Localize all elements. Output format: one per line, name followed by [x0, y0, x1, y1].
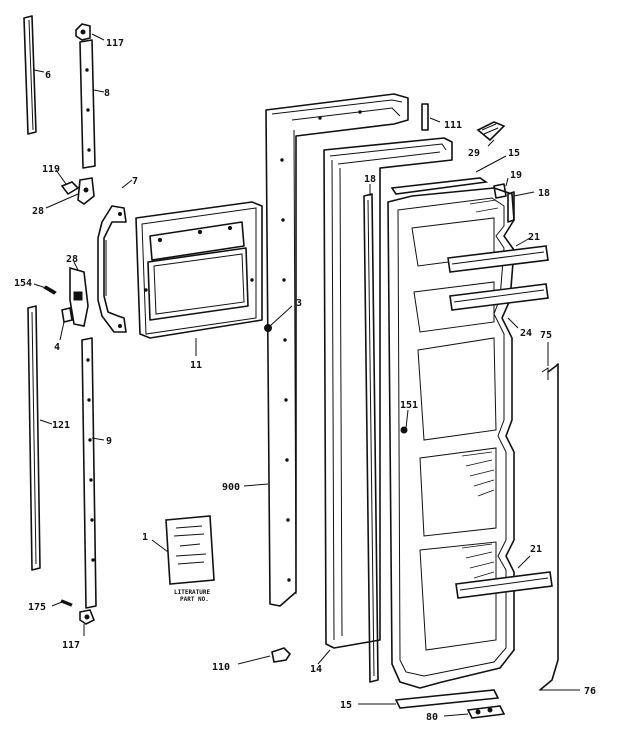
- part-117-top-cap: [75, 23, 91, 41]
- callout-29: 29: [468, 148, 480, 159]
- part-11-dispenser-panel: [135, 201, 263, 339]
- literature-label-line2: PART NO.: [180, 596, 209, 603]
- part-29-spring: [476, 121, 506, 142]
- part-175-screw: [60, 599, 73, 607]
- part-151-screw: [400, 426, 408, 434]
- callout-labels: 117 6 8 119 28 7 28 154 4 121 9 11 3 900…: [14, 38, 596, 723]
- part-21-shelf-lower: [455, 571, 553, 599]
- callout-28-lower: 28: [66, 254, 78, 265]
- callout-9: 9: [106, 436, 112, 447]
- part-9-hinge-bar: [81, 337, 97, 609]
- part-121-trim-strip: [27, 305, 41, 571]
- part-154-screw: [43, 285, 57, 295]
- callout-117-bottom: 117: [62, 640, 80, 651]
- part-6-trim-strip: [23, 15, 37, 135]
- callout-8: 8: [104, 88, 110, 99]
- callout-80: 80: [426, 712, 438, 723]
- callout-24: 24: [520, 328, 532, 339]
- callout-175: 175: [28, 602, 46, 613]
- part-15-top-cap: [390, 177, 489, 195]
- callout-900: 900: [222, 482, 240, 493]
- part-7-door-handle: [97, 205, 127, 333]
- callout-21-lower: 21: [530, 544, 542, 555]
- callout-21-upper: 21: [528, 232, 540, 243]
- callout-18-right: 18: [538, 188, 550, 199]
- callout-28-upper: 28: [32, 206, 44, 217]
- part-14-door-gasket: [323, 137, 453, 649]
- part-111-pin: [421, 103, 429, 131]
- callout-15-bottom: 15: [340, 700, 352, 711]
- callout-11: 11: [190, 360, 202, 371]
- part-1-literature: LITERATURE PART NO.: [165, 515, 215, 603]
- literature-label-line1: LITERATURE: [174, 589, 211, 596]
- part-21-shelf-upper: [447, 245, 549, 273]
- part-15-bottom-cap: [394, 689, 500, 709]
- callout-19: 19: [510, 170, 522, 181]
- part-4-clip: [61, 307, 73, 323]
- part-28-lower-hinge: [69, 266, 89, 327]
- callout-4: 4: [54, 342, 60, 353]
- part-119-hinge-pin: [60, 181, 80, 196]
- part-19-clip: [493, 183, 507, 199]
- callout-3: 3: [296, 298, 302, 309]
- callout-18-left: 18: [364, 174, 376, 185]
- callout-117-top: 117: [106, 38, 124, 49]
- part-110-cam: [271, 647, 292, 663]
- part-75-rod: [539, 363, 559, 691]
- callout-151: 151: [400, 400, 418, 411]
- door-liner: [387, 187, 515, 689]
- part-18-breaker-strip-right: [507, 191, 515, 223]
- part-28-upper-hinge: [77, 177, 95, 205]
- callout-7: 7: [132, 176, 138, 187]
- part-18-breaker-strip-left: [363, 193, 379, 683]
- callout-1: 1: [142, 532, 148, 543]
- part-24-shelf: [449, 283, 549, 311]
- part-900-outer-door: [265, 93, 409, 607]
- part-3-plug: [264, 324, 272, 332]
- callout-110: 110: [212, 662, 230, 673]
- callout-75: 75: [540, 330, 552, 341]
- callout-111: 111: [444, 120, 462, 131]
- leader-lines: [33, 33, 580, 717]
- callout-154: 154: [14, 278, 32, 289]
- part-117-bottom-cap: [79, 609, 96, 625]
- callout-119: 119: [42, 164, 60, 175]
- part-8-hinge-bar: [79, 39, 96, 169]
- callout-6: 6: [45, 70, 51, 81]
- callout-14: 14: [310, 664, 322, 675]
- part-80-hinge-pin: [466, 705, 506, 719]
- callout-121: 121: [52, 420, 70, 431]
- callout-76: 76: [584, 686, 596, 697]
- callout-15-top: 15: [508, 148, 520, 159]
